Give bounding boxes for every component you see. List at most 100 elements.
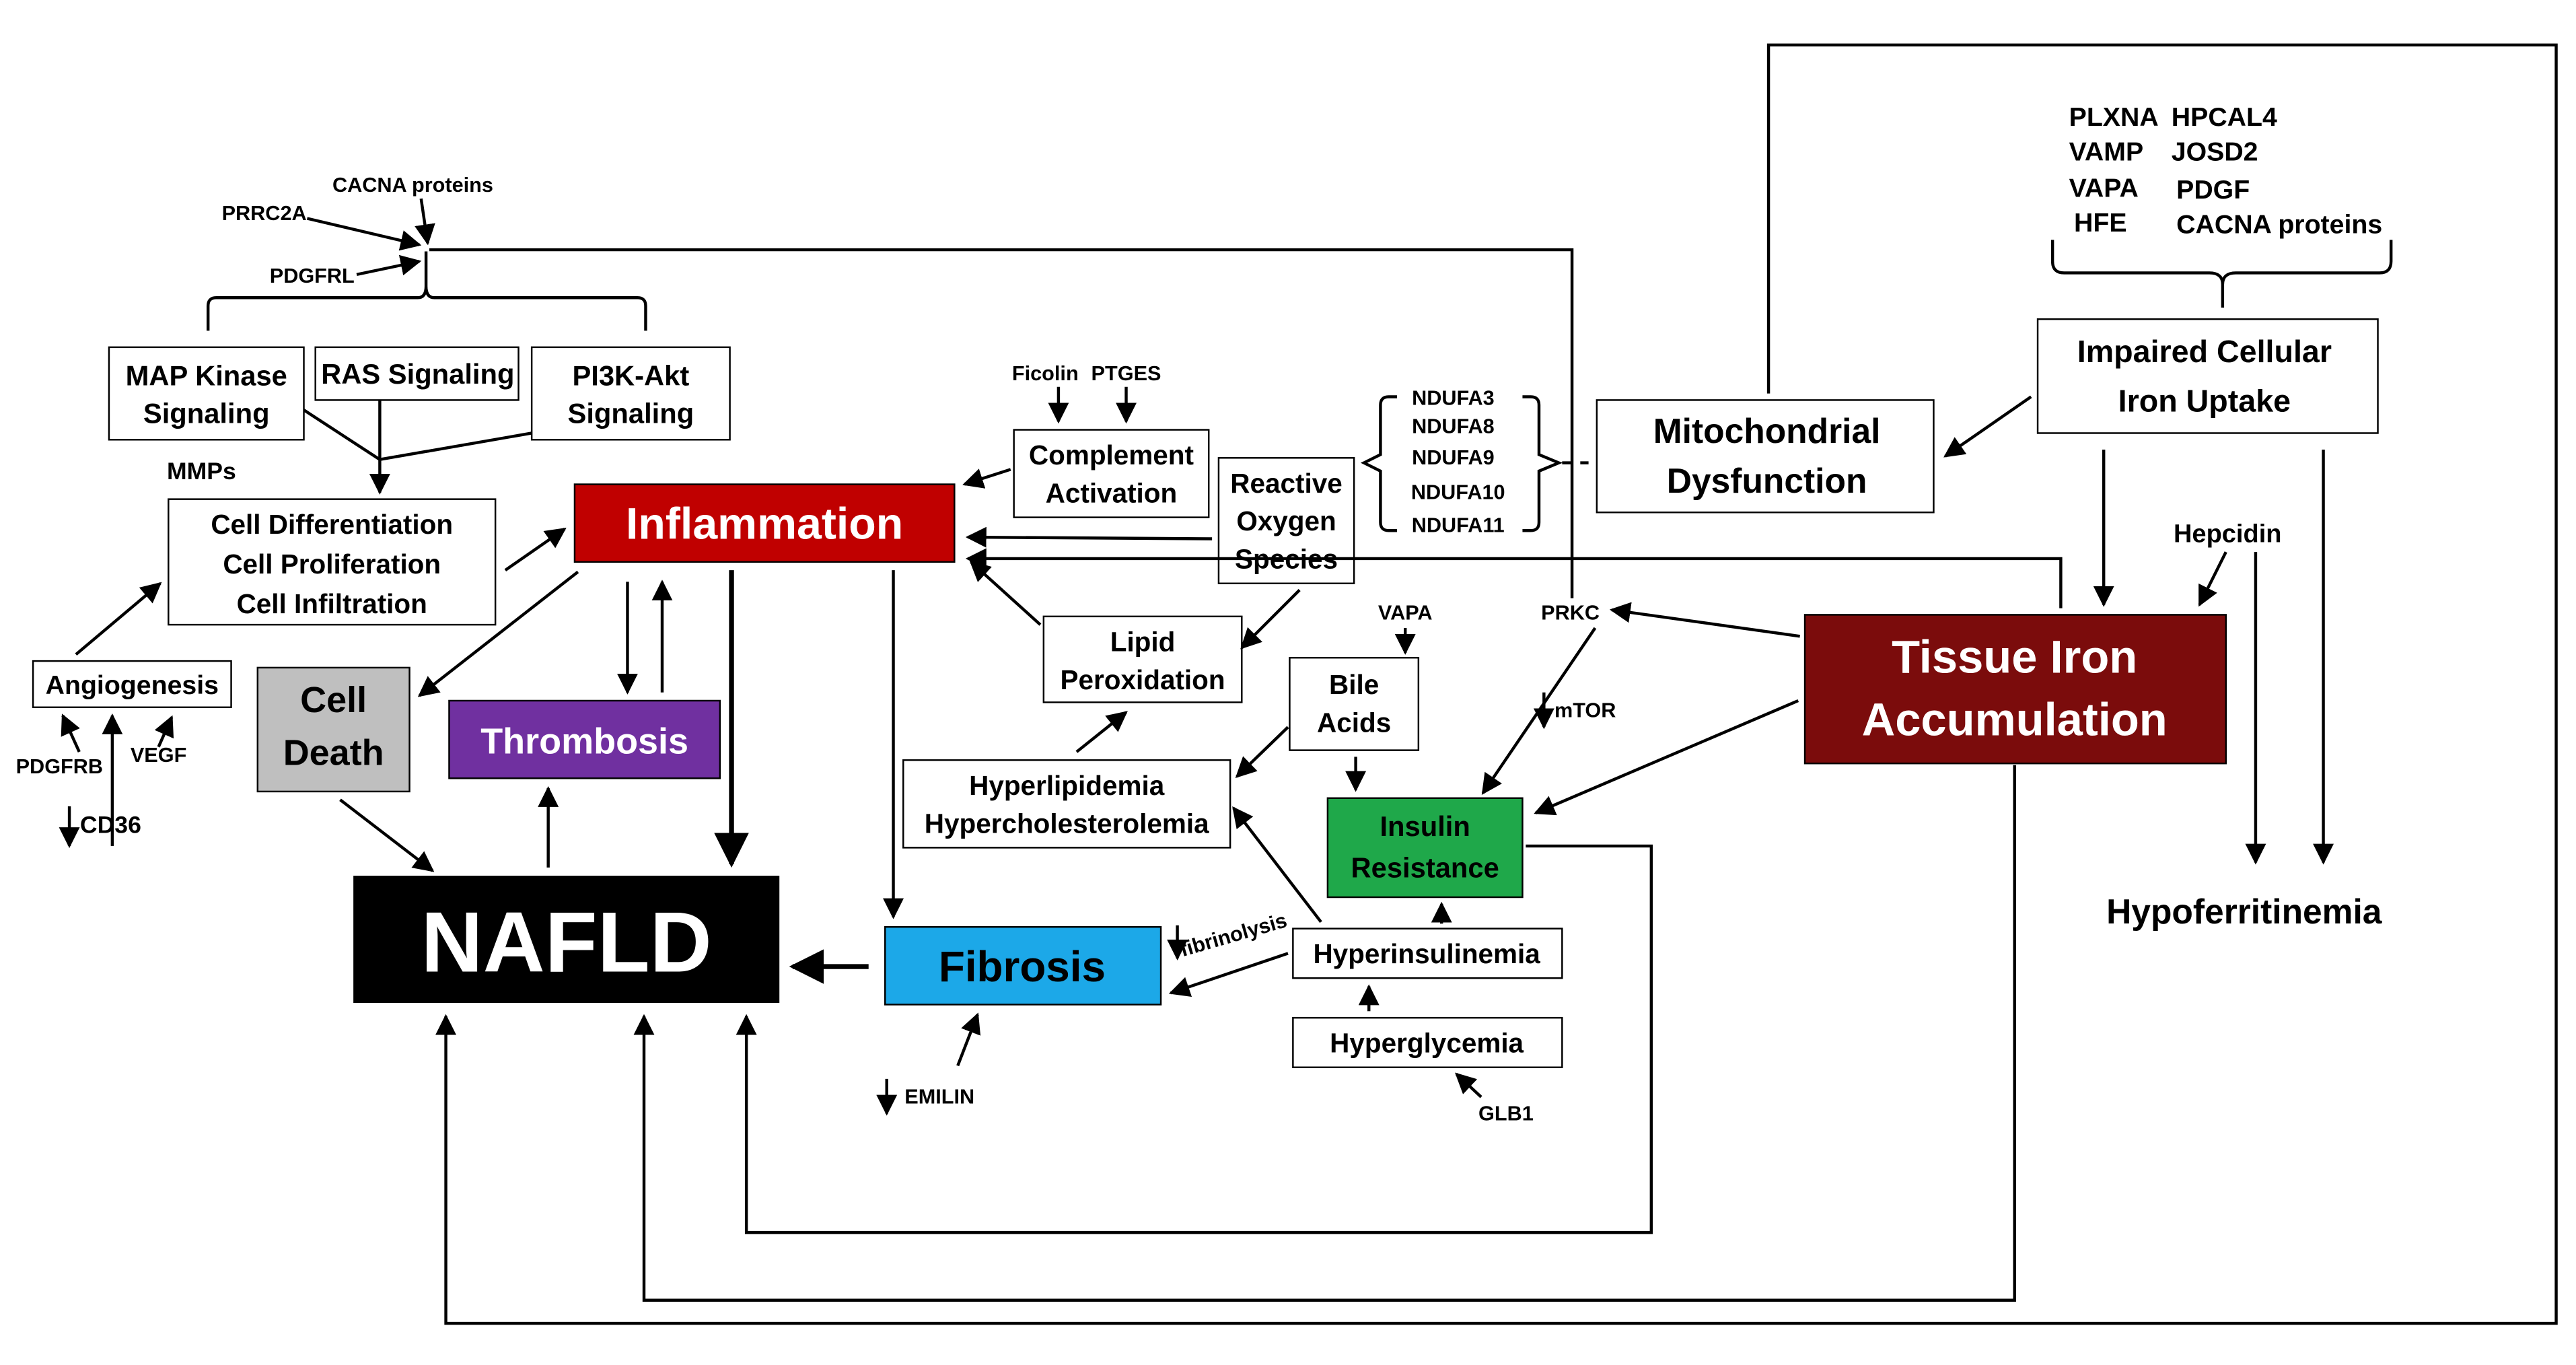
lipid-peroxidation-box [1042, 615, 1243, 703]
line-pi3k-converge [380, 431, 532, 461]
gene-josd2: JOSD2 [2172, 137, 2258, 167]
arrow-ros-to-inflammation [965, 526, 1213, 548]
pdgfrb-label: PDGFRB [16, 755, 103, 778]
pi3k-akt-box [530, 346, 731, 441]
cell-death-line1: Cell [300, 680, 367, 720]
impaired-iron-uptake-box [2036, 318, 2379, 434]
ras-signaling-label: RAS Signaling [321, 358, 514, 390]
brace-gene-list [2050, 240, 2393, 308]
arrow-vegf-to-angio [154, 715, 174, 748]
complement-activation-box [1013, 429, 1210, 518]
insulin-resistance-box [1326, 797, 1524, 899]
ndufa8-label: NDUFA8 [1412, 415, 1495, 438]
gene-hpcal4: HPCAL4 [2172, 102, 2277, 132]
arrow-iron-to-prkc [1609, 602, 1800, 638]
line-map-converge [303, 409, 381, 461]
ndufa3-label: NDUFA3 [1412, 387, 1495, 410]
bile-line1: Bile [1329, 669, 1379, 700]
vegf-label: VEGF [131, 744, 186, 767]
ros-line1: Reactive [1230, 468, 1342, 499]
fibrinolysis-label: fibrinolysis [1178, 909, 1290, 961]
gene-pdgf: PDGF [2176, 175, 2250, 205]
angiogenesis-box [32, 660, 232, 709]
lipid-perox-line1: Lipid [1110, 626, 1176, 657]
map-kinase-box [108, 346, 305, 441]
bracket-ndufa-left [1360, 395, 1397, 532]
arrow-hepcidin-to-tissue-iron [2198, 551, 2227, 607]
nafld-label: NAFLD [421, 894, 712, 990]
mito-line2: Dysfunction [1667, 461, 1867, 500]
fibrosis-label: Fibrosis [939, 942, 1106, 991]
map-kinase-line2: Signaling [143, 398, 270, 429]
bile-acids-box [1289, 656, 1420, 751]
arrow-bile-to-hyperlip [1235, 726, 1289, 779]
inflammation-box [573, 483, 956, 563]
arrow-ros-to-lipid [1240, 589, 1301, 650]
tissue-iron-line2: Accumulation [1862, 694, 2168, 746]
cell-diff-line3: Cell Infiltration [237, 588, 427, 619]
hyperlip-line1: Hyperlipidemia [969, 770, 1165, 801]
hypoferritinemia-label: Hypoferritinemia [2106, 892, 2382, 931]
ndufa9-label: NDUFA9 [1412, 446, 1495, 469]
mmps-label: MMPs [167, 458, 236, 485]
arrow-lipid-to-inflammation [969, 560, 1042, 626]
line-outer-loop-to-nafld [435, 43, 2558, 1325]
line-iron-loop-to-nafld [633, 765, 2016, 1302]
hyperinsulinemia-box [1292, 928, 1563, 979]
hyperglycemia-label: Hyperglycemia [1330, 1028, 1524, 1059]
arrow-glb1-to-hyperglyc [1455, 1072, 1482, 1098]
ros-line3: Species [1235, 544, 1338, 575]
hyperglycemia-box [1292, 1016, 1563, 1068]
mitochondrial-dysfunction-box [1596, 399, 1935, 514]
cell-diff-line1: Cell Differentiation [211, 509, 453, 540]
ndufa11-label: NDUFA11 [1412, 514, 1505, 537]
cacna-proteins-top-label: CACNA proteins [332, 174, 493, 197]
arrow-hyperlip-to-lipid [1075, 711, 1128, 753]
arrow-emilin-to-fibrosis [956, 1012, 981, 1067]
ros-line2: Oxygen [1236, 505, 1336, 536]
arrow-pdgfrl-to-hub [356, 254, 422, 277]
map-kinase-line1: MAP Kinase [126, 359, 287, 391]
cell-differentiation-box [168, 498, 497, 626]
gene-vapa: VAPA [2069, 174, 2139, 203]
lipid-perox-line2: Peroxidation [1061, 664, 1225, 695]
thrombosis-label: Thrombosis [480, 722, 688, 762]
inflammation-label: Inflammation [626, 499, 903, 549]
line-hub-to-prkc [429, 248, 1574, 598]
arrow-cell-diff-to-inflammation [504, 527, 567, 571]
arrow-angiogenesis-to-cell-diff [75, 582, 162, 656]
arrow-cell-death-to-nafld [339, 798, 435, 872]
cell-death-line2: Death [283, 733, 384, 773]
emilin-label: EMILIN [904, 1086, 974, 1109]
pi3k-line2: Signaling [568, 398, 694, 429]
insulin-res-line2: Resistance [1351, 852, 1499, 884]
thrombosis-box [448, 699, 721, 779]
gene-hfe: HFE [2074, 208, 2127, 238]
tissue-iron-accumulation-box [1803, 614, 2227, 765]
gene-cacna-proteins: CACNA proteins [2176, 210, 2382, 240]
hyperinsulinemia-label: Hyperinsulinemia [1313, 938, 1540, 969]
bile-line2: Acids [1317, 707, 1391, 738]
vapa-mid-label: VAPA [1378, 602, 1433, 625]
mtor-label: mTOR [1554, 699, 1616, 722]
cell-death-box [256, 666, 410, 793]
arrow-pdgfrb-to-angio [61, 713, 81, 753]
arrow-inflammation-to-cell-death [417, 570, 579, 697]
nafld-box [353, 876, 780, 1004]
glb1-label: GLB1 [1478, 1102, 1534, 1125]
pdgfrl-label: PDGFRL [270, 265, 355, 287]
pi3k-line1: PI3K-Akt [572, 359, 689, 391]
fibrosis-box [884, 925, 1162, 1006]
hyperlip-line2: Hypercholesterolemia [925, 808, 1209, 839]
impaired-iron-line1: Impaired Cellular [2077, 334, 2332, 369]
hepcidin-label: Hepcidin [2174, 520, 2282, 548]
mito-line1: Mitochondrial [1653, 411, 1881, 450]
complement-line1: Complement [1029, 440, 1194, 470]
insulin-res-line1: Insulin [1380, 810, 1470, 842]
tissue-iron-line1: Tissue Iron [1892, 631, 2137, 682]
prrc2a-label: PRRC2A [222, 202, 307, 225]
ras-signaling-box [314, 346, 520, 401]
ficolin-label: Ficolin [1012, 362, 1079, 385]
gene-plxna: PLXNA [2069, 102, 2159, 132]
